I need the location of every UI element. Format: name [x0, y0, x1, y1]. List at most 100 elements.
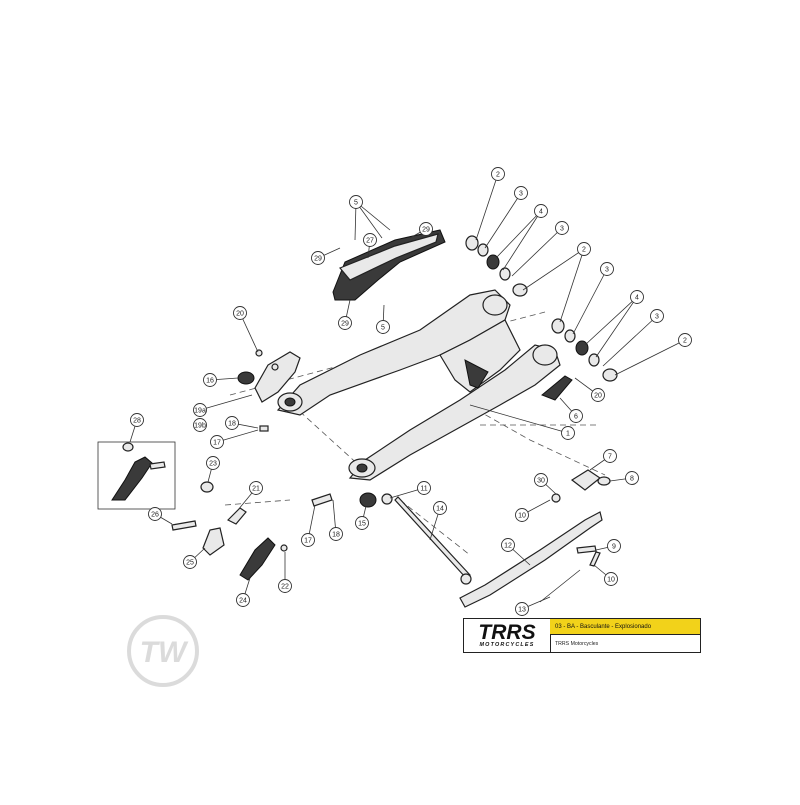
svg-text:30: 30: [537, 478, 545, 485]
svg-text:11: 11: [420, 486, 427, 493]
svg-text:18: 18: [228, 421, 236, 428]
callout: 25: [183, 555, 197, 569]
title-block: TRRS MOTORCYCLES 03 - BA - Basculante - …: [463, 618, 701, 653]
callout: 2: [491, 167, 505, 181]
svg-text:22: 22: [281, 584, 289, 591]
side-stand-part: [459, 469, 611, 608]
svg-text:2: 2: [582, 247, 586, 254]
callout: 27: [363, 233, 377, 247]
callout: 17: [301, 533, 315, 547]
callout: 8: [625, 471, 639, 485]
svg-text:4: 4: [539, 209, 543, 216]
axle-part: [394, 496, 472, 585]
svg-text:5: 5: [354, 200, 358, 207]
svg-text:29: 29: [422, 227, 430, 234]
svg-text:17: 17: [304, 538, 312, 545]
svg-text:21: 21: [252, 486, 260, 493]
brand-logo: TRRS MOTORCYCLES: [464, 619, 551, 652]
callout: 29: [338, 316, 352, 330]
svg-text:2: 2: [683, 338, 687, 345]
svg-text:4: 4: [635, 295, 639, 302]
drawing-subtitle: TRRS Motorcycles: [555, 641, 599, 647]
callout: 28: [130, 413, 144, 427]
bearing-stack-lower: [551, 318, 618, 382]
svg-text:8: 8: [630, 476, 634, 483]
svg-text:14: 14: [436, 506, 444, 513]
svg-text:7: 7: [608, 454, 612, 461]
svg-text:18: 18: [332, 532, 340, 539]
callout: 5: [376, 320, 390, 334]
linkage-parts: [171, 425, 393, 581]
callouts: 2 3 4 3 2 3 4 3 2 5 29 27 29 29 5 20 16 …: [130, 167, 692, 616]
svg-text:12: 12: [504, 543, 512, 550]
callout: 6: [569, 409, 583, 423]
callout: 1: [561, 426, 575, 440]
callout: 4: [630, 290, 644, 304]
svg-text:23: 23: [209, 461, 217, 468]
callout: 20: [233, 306, 247, 320]
svg-text:28: 28: [133, 418, 141, 425]
callout: 11: [417, 481, 431, 495]
callout: 3: [600, 262, 614, 276]
svg-text:3: 3: [519, 191, 523, 198]
callout: 19b: [193, 418, 207, 432]
svg-text:10: 10: [518, 513, 526, 520]
svg-text:20: 20: [594, 393, 602, 400]
callout: 16: [203, 373, 217, 387]
callout: 26: [148, 507, 162, 521]
callout: 12: [501, 538, 515, 552]
drawing-title: 03 - BA - Basculante - Explosionado: [550, 619, 700, 635]
svg-text:6: 6: [574, 414, 578, 421]
svg-text:29: 29: [314, 256, 322, 263]
chain-guard-part: [332, 229, 446, 301]
svg-text:27: 27: [366, 238, 374, 245]
callout: 24: [236, 593, 250, 607]
svg-text:26: 26: [151, 512, 159, 519]
svg-text:3: 3: [605, 267, 609, 274]
bearing-stack-upper: [465, 235, 528, 297]
callout: 10: [604, 572, 618, 586]
callout: 29: [419, 222, 433, 236]
svg-text:10: 10: [607, 577, 615, 584]
callout: 3: [555, 221, 569, 235]
svg-text:2: 2: [496, 172, 500, 179]
callout: 15: [355, 516, 369, 530]
svg-text:24: 24: [239, 598, 247, 605]
detail-box-28: [97, 441, 176, 510]
svg-text:5: 5: [381, 325, 385, 332]
svg-text:29: 29: [341, 321, 349, 328]
callout: 7: [603, 449, 617, 463]
callout: 30: [534, 473, 548, 487]
svg-text:19a: 19a: [194, 408, 206, 415]
svg-text:20: 20: [236, 311, 244, 318]
callout: 3: [514, 186, 528, 200]
svg-text:3: 3: [655, 314, 659, 321]
svg-text:13: 13: [518, 607, 526, 614]
callout: 18: [225, 416, 239, 430]
brand-sub: MOTORCYCLES: [479, 642, 535, 648]
callout: 23: [206, 456, 220, 470]
svg-text:3: 3: [560, 226, 564, 233]
watermark-text: TW: [140, 636, 189, 669]
callout: 22: [278, 579, 292, 593]
callout: 2: [678, 333, 692, 347]
callout: 29: [311, 251, 325, 265]
svg-text:16: 16: [206, 378, 214, 385]
callout: 21: [249, 481, 263, 495]
callout: 5: [349, 195, 363, 209]
callout: 20: [591, 388, 605, 402]
svg-text:9: 9: [612, 544, 616, 551]
callout: 13: [515, 602, 529, 616]
callout: 4: [534, 204, 548, 218]
callout: 14: [433, 501, 447, 515]
swingarm-part: [276, 289, 561, 481]
callout: 9: [607, 539, 621, 553]
svg-text:17: 17: [213, 440, 221, 447]
svg-text:15: 15: [358, 521, 366, 528]
callout: 17: [210, 435, 224, 449]
callout: 19a: [193, 403, 207, 417]
callout: 18: [329, 527, 343, 541]
callout: 2: [577, 242, 591, 256]
tensioner-part: [541, 375, 573, 401]
